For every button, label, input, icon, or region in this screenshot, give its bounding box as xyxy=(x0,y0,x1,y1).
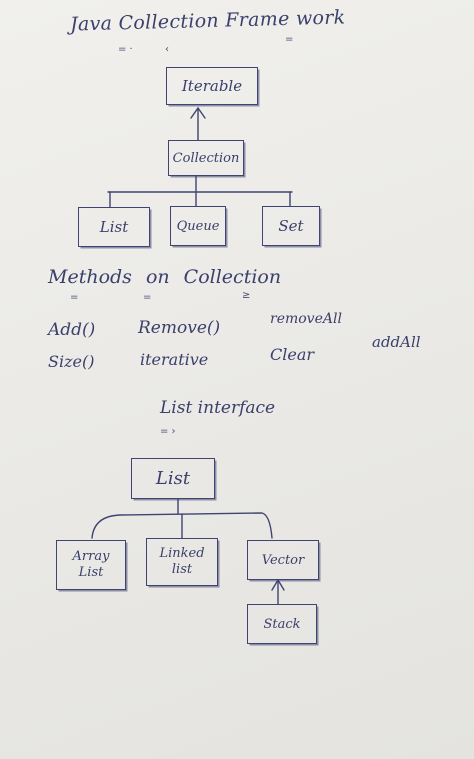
method-remove: Remove() xyxy=(138,318,221,338)
node-iterable: Iterable xyxy=(166,67,258,105)
title-mark: ‹ xyxy=(165,44,169,55)
heading-mark: = › xyxy=(160,426,176,437)
title-mark: = · xyxy=(118,44,133,55)
node-vector: Vector xyxy=(247,540,319,580)
node-list: List xyxy=(78,207,150,247)
methods-heading: Methods on Collection xyxy=(48,266,282,288)
node-arraylist: Array List xyxy=(56,540,126,590)
node-linkedlist: Linked list xyxy=(146,538,218,586)
arrowhead-iterable xyxy=(190,106,206,119)
node-list-root: List xyxy=(131,458,215,499)
node-set: Set xyxy=(262,206,320,246)
method-addall: addAll xyxy=(372,333,421,351)
heading-mark: ≥ xyxy=(242,290,251,301)
connector-branch-2 xyxy=(91,512,273,539)
node-stack: Stack xyxy=(247,604,317,644)
node-queue: Queue xyxy=(170,206,226,246)
method-removeall: removeAll xyxy=(270,311,342,327)
node-collection: Collection xyxy=(168,140,244,176)
method-clear: Clear xyxy=(270,345,315,364)
heading-mark: = xyxy=(143,292,152,303)
heading-mark: = xyxy=(70,292,79,303)
method-size: Size() xyxy=(48,352,95,371)
arrowhead-vector xyxy=(271,578,285,591)
method-iterative: iterative xyxy=(140,350,209,369)
title-mark: = xyxy=(285,34,294,45)
method-add: Add() xyxy=(48,320,96,340)
list-interface-heading: List interface xyxy=(160,398,276,418)
